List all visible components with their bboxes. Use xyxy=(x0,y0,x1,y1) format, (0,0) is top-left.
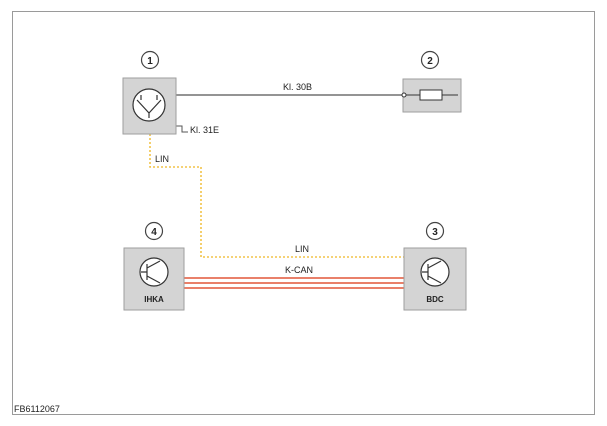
wire-lin-vertical-label: LIN xyxy=(155,154,169,164)
component-3-bdc: BDC xyxy=(403,247,467,311)
wire-kcan-label: K-CAN xyxy=(285,265,313,275)
component-4-ihka: IHKA xyxy=(123,247,185,311)
diagram-frame xyxy=(12,11,595,415)
wire-kl31e xyxy=(176,125,188,133)
component-4-label: IHKA xyxy=(144,295,164,304)
component-1-number-badge: 1 xyxy=(140,50,160,70)
component-3-label: BDC xyxy=(426,295,444,304)
wire-kl31e-label: Kl. 31E xyxy=(190,125,219,135)
fuse-symbol-icon xyxy=(419,89,443,101)
component-2-number-badge: 2 xyxy=(420,50,440,70)
svg-text:2: 2 xyxy=(427,56,433,67)
component-1 xyxy=(122,77,177,135)
component-2 xyxy=(401,78,462,113)
svg-text:3: 3 xyxy=(432,227,438,238)
component-3-number-badge: 3 xyxy=(425,221,445,241)
svg-text:4: 4 xyxy=(151,227,157,238)
wire-lin xyxy=(149,134,404,258)
component-4-number-badge: 4 xyxy=(144,221,164,241)
document-id: FB6112067 xyxy=(14,404,60,414)
wire-kcan xyxy=(184,277,404,289)
wire-lin-horizontal-label: LIN xyxy=(295,244,309,254)
wire-kl30b-label: Kl. 30B xyxy=(283,82,312,92)
svg-text:1: 1 xyxy=(147,56,153,67)
